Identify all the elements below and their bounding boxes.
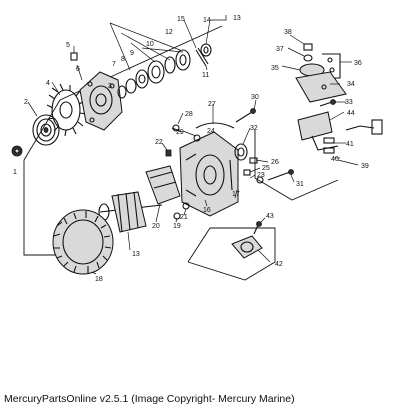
rear-housing: [179, 131, 239, 217]
leader-lines: [27, 15, 359, 275]
callout-labels: 1 2 3 4 5 6 7 8 9 10 11 12 13 13 14 15 1…: [13, 15, 369, 283]
callout-21: 21: [180, 214, 188, 221]
callout-24: 24: [207, 128, 215, 135]
callout-8: 8: [121, 56, 125, 63]
frame-diode-assembly: [254, 130, 339, 201]
callout-36: 36: [354, 60, 362, 67]
callout-18: 18: [95, 276, 103, 283]
callout-35: 35: [271, 65, 279, 72]
callout-10: 10: [146, 41, 154, 48]
callout-3: 3: [108, 83, 112, 90]
callout-37: 37: [276, 46, 284, 53]
callout-19: 19: [173, 223, 181, 230]
callout-34: 34: [347, 81, 355, 88]
frame-regulator-bracket: [187, 227, 276, 281]
callout-23: 23: [257, 172, 265, 179]
brush-holder-assembly: [297, 111, 383, 154]
voltage-regulator: [231, 221, 263, 259]
callout-6: 6: [76, 66, 80, 73]
callout-41: 41: [346, 141, 354, 148]
callout-39: 39: [361, 163, 369, 170]
callout-9: 9: [130, 50, 134, 57]
callout-16: 16: [203, 207, 211, 214]
callout-30: 30: [251, 94, 259, 101]
bearing-stack: [117, 49, 191, 99]
exploded-parts-diagram: 1 2 3 4 5 6 7 8 9 10 11 12 13 13 14 15 1…: [11, 15, 383, 283]
callout-7: 7: [112, 61, 116, 68]
callout-29: 29: [176, 129, 184, 136]
brush-clip: [165, 149, 172, 157]
callout-28: 28: [185, 111, 193, 118]
rectifier-bridge: [145, 165, 181, 205]
callout-22: 22: [155, 139, 163, 146]
callout-25: 25: [262, 165, 270, 172]
rotor: [98, 191, 163, 233]
callout-27: 27: [208, 101, 216, 108]
callout-33: 33: [345, 99, 353, 106]
callout-40: 40: [331, 156, 339, 163]
stator: [52, 209, 114, 275]
copyright-notice: MercuryPartsOnline v2.5.1 (Image Copyrig…: [4, 393, 295, 405]
terminal-hardware: [171, 124, 264, 184]
callout-44: 44: [347, 110, 355, 117]
pulley-nut: [11, 145, 23, 157]
callout-31: 31: [296, 181, 304, 188]
callout-12: 12: [165, 29, 173, 36]
callout-17: 17: [232, 191, 240, 198]
bolt-and-washer: [195, 43, 212, 67]
callout-32: 32: [250, 125, 258, 132]
callout-5: 5: [66, 42, 70, 49]
key: [70, 52, 78, 61]
callout-15: 15: [177, 16, 185, 23]
diode-trio-assembly: [295, 43, 347, 107]
callout-4: 4: [46, 80, 50, 87]
callout-14: 14: [203, 17, 211, 24]
callout-20: 20: [152, 223, 160, 230]
front-housing: [79, 71, 123, 131]
callout-38: 38: [284, 29, 292, 36]
callout-42: 42: [275, 261, 283, 268]
callout-13-top: 13: [233, 15, 241, 22]
callout-13-rotor: 13: [132, 251, 140, 258]
callout-26: 26: [271, 159, 279, 166]
callout-1: 1: [13, 169, 17, 176]
callout-2: 2: [24, 99, 28, 106]
callout-43: 43: [266, 213, 274, 220]
callout-11: 11: [202, 72, 209, 79]
lead-wire: [195, 122, 235, 129]
